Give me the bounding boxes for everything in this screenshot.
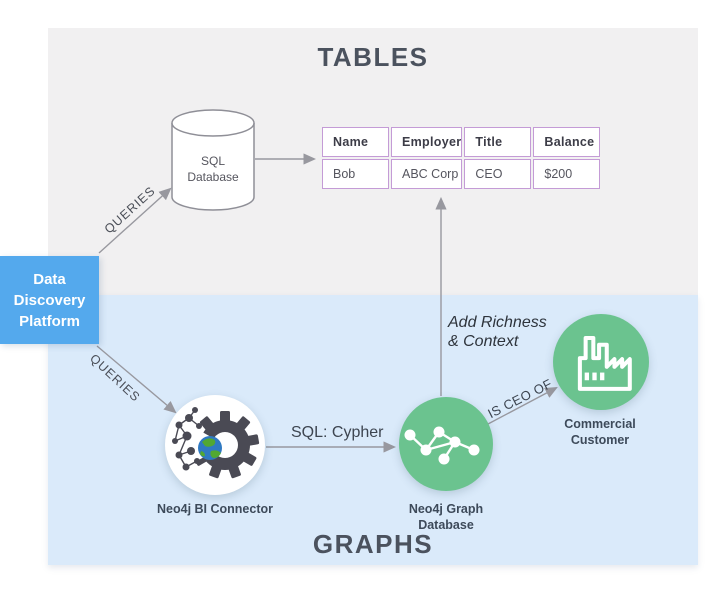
table-header-cell: Employer [391, 127, 463, 157]
table-cell: ABC Corp [391, 159, 463, 189]
database-cylinder-icon [171, 109, 255, 211]
data-discovery-platform-node: Data Discovery Platform [0, 256, 99, 344]
entity-table: Name Employer Title Balance Bob ABC Corp… [320, 125, 602, 191]
table-header-cell: Balance [533, 127, 601, 157]
sql-database-label: SQL Database [187, 154, 239, 184]
neo4j-graph-database-node [399, 397, 493, 491]
table-cell: CEO [464, 159, 532, 189]
commercial-customer-node [553, 314, 649, 410]
neo4j-bi-connector-label: Neo4j BI Connector [157, 502, 273, 516]
table-header-row: Name Employer Title Balance [322, 127, 601, 157]
graph-nodes-icon [404, 426, 480, 465]
table-header-cell: Name [322, 127, 389, 157]
neo4j-bi-connector-node [165, 395, 265, 495]
table-cell: $200 [533, 159, 601, 189]
table-row: Bob ABC Corp CEO $200 [322, 159, 601, 189]
sql-cypher-label: SQL: Cypher [291, 424, 384, 441]
neo4j-graph-database-label: Neo4j Graph Database [408, 502, 484, 532]
factory-icon [577, 335, 632, 391]
table-header-cell: Title [464, 127, 532, 157]
add-richness-context-label: Add Richness & Context [448, 314, 547, 350]
sql-database-node [171, 108, 255, 212]
tables-section-title: TABLES [317, 42, 429, 72]
commercial-customer-label: Commercial Customer [564, 417, 636, 447]
table-cell: Bob [322, 159, 389, 189]
graphs-section-title: GRAPHS [312, 529, 434, 559]
bi-connector-gear-globe-icon [172, 407, 260, 479]
